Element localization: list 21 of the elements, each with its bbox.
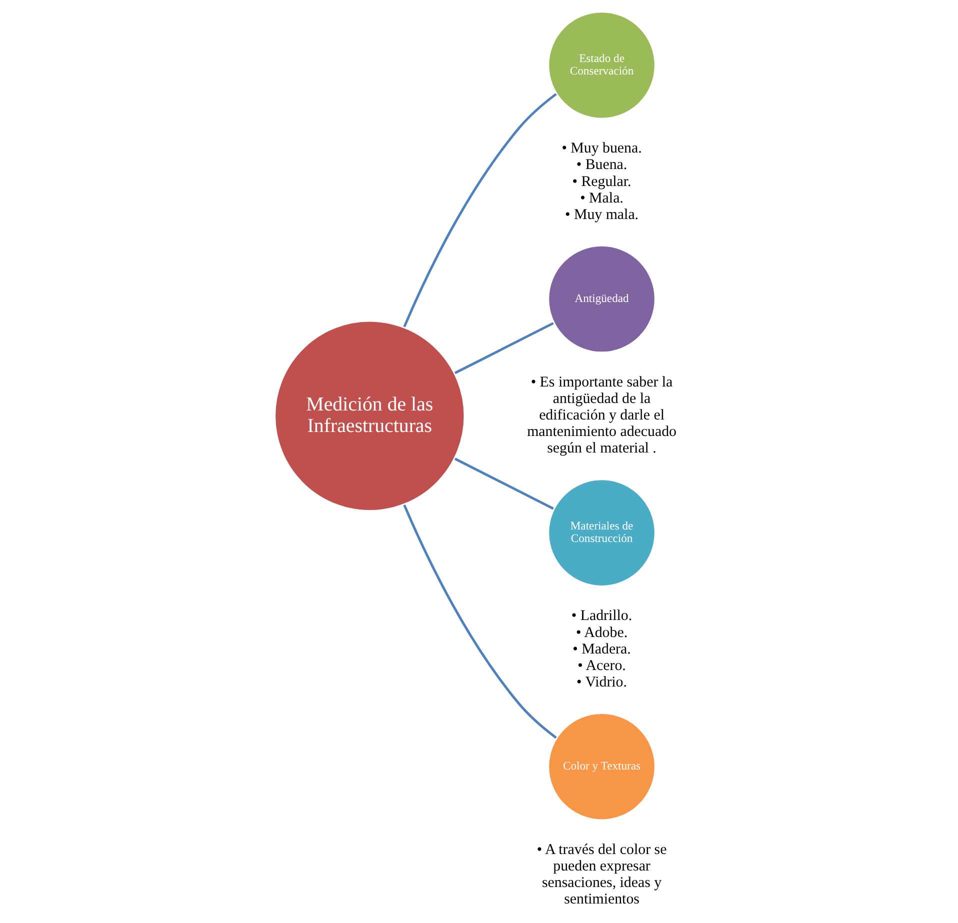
connector [402, 504, 556, 739]
node-label: • A través del color se pueden expresar sensaciones, ideas y sentimientos [536, 842, 666, 908]
node-circle: Medición de las Infraestructuras [272, 319, 466, 512]
node-label: • Adobe. [575, 624, 628, 641]
node-label: • Muy buena. [561, 140, 642, 157]
node-circle: Materiales de Construcción [546, 478, 656, 588]
connector [454, 458, 554, 510]
node-label: • Ladrillo. [570, 608, 632, 624]
node-label: • Muy mala. [564, 206, 638, 223]
connector [454, 322, 554, 374]
node-label: • Mala. [580, 190, 623, 206]
node-label: • Acero. [577, 658, 626, 674]
node-label: • Buena. [576, 157, 627, 174]
node-circle: Color y Texturas [546, 711, 656, 822]
node-label: • Vidrio. [576, 674, 626, 690]
node-label: • Regular. [572, 174, 631, 190]
node-circle: Antigüedad [546, 244, 656, 354]
node-circle: Estado de Conservación [546, 10, 656, 120]
node-label: • Es importante saber la antigüedad de la edificación y darle el mantenimiento adecuado según el material . [526, 374, 676, 457]
node-label: • Madera. [572, 641, 630, 658]
connector [402, 93, 556, 328]
